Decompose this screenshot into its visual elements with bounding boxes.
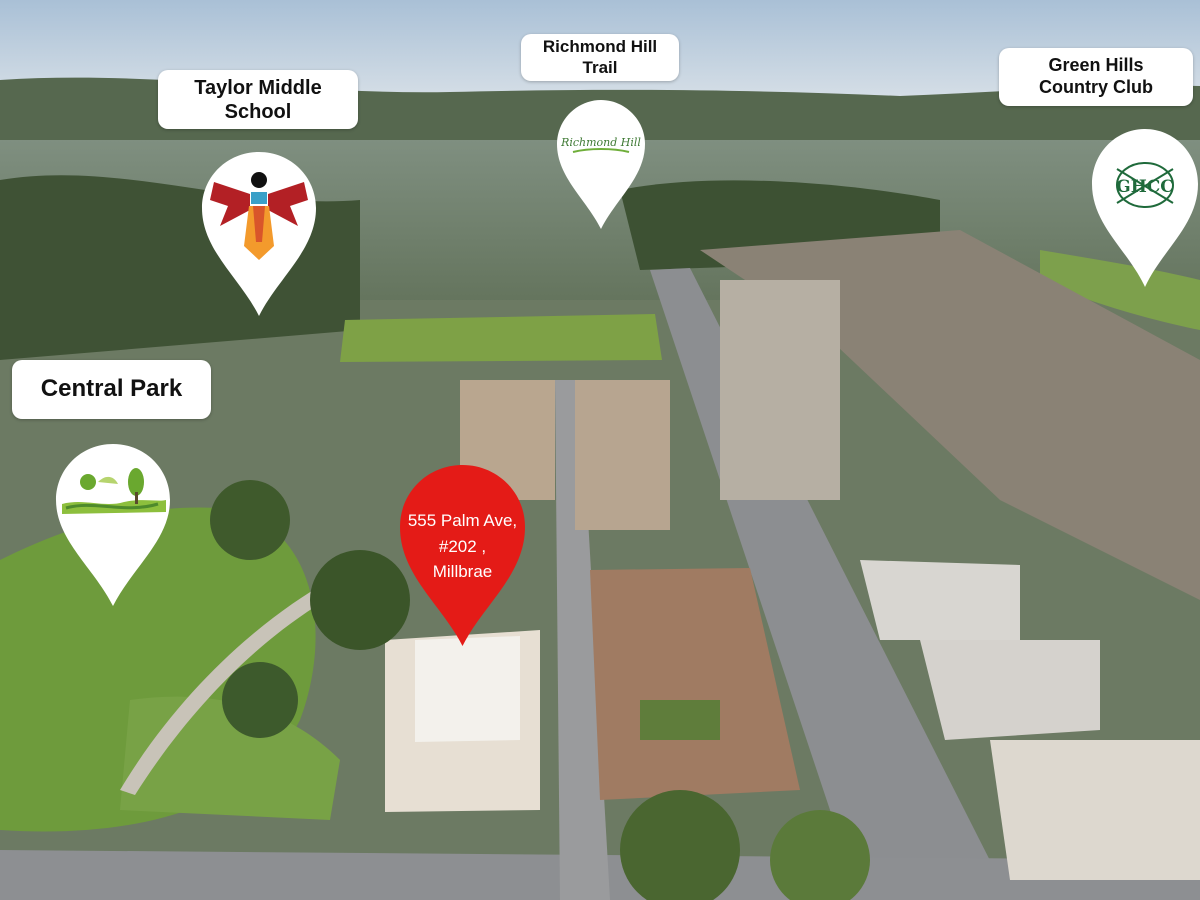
tree [222,662,298,738]
tree [770,810,870,900]
taylor-school-pin [202,152,316,316]
taylor-middle-school-label-text: Taylor Middle School [194,76,322,123]
tree [620,790,740,900]
richmond-hill-pin: Richmond Hill [557,100,645,229]
tree [210,480,290,560]
courtyard-garden [640,700,720,740]
golf-course [1040,250,1200,330]
green-hills-crest-icon [1116,162,1174,208]
green-hills-country-club-label: Green Hills Country Club [999,48,1193,106]
apartment-right-2 [920,640,1100,740]
central-park-label-text: Central Park [40,375,183,403]
property-roof [415,636,520,742]
central-park-pin [56,444,170,606]
green-hills-pin: GHCC [1092,129,1198,287]
green-hills-logo: GHCC [1116,177,1174,197]
school-field [340,314,662,362]
apartment-right-3 [990,740,1200,880]
building-row-c [720,280,840,500]
central-park-label: Central Park [12,360,211,419]
thunderbird-logo-icon [210,172,308,260]
richmond-hill-trail-label-text: Richmond Hill Trail [542,37,658,77]
park-icon [62,468,166,514]
apartment-right-1 [860,560,1020,640]
palm-ave [555,380,610,900]
building-row-b [575,380,670,530]
tree [310,550,410,650]
property-pin: 555 Palm Ave, #202 , Millbrae [398,463,527,648]
richmond-hill-logo: Richmond Hill [560,136,641,149]
property-pin-marker [400,465,525,646]
richmond-hill-trail-label: Richmond Hill Trail [521,34,679,81]
green-hills-country-club-label-text: Green Hills Country Club [1039,55,1153,97]
courtyard-complex [590,568,800,800]
taylor-middle-school-label: Taylor Middle School [158,70,358,129]
property-address: 555 Palm Ave, #202 , Millbrae [407,511,518,581]
